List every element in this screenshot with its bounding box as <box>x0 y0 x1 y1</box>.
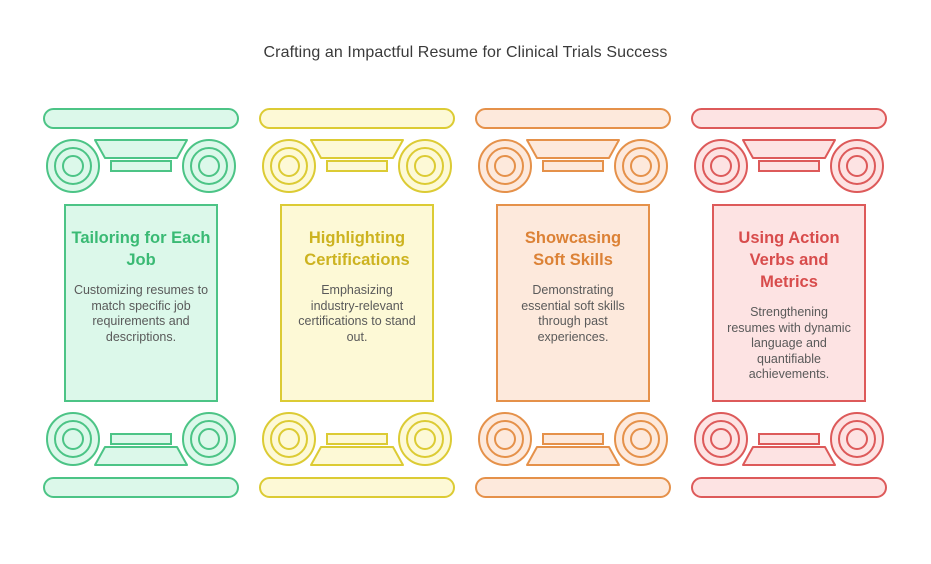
top-capital-trapezoid <box>311 140 403 158</box>
base-capital-volute-ring <box>631 429 651 449</box>
bottom-slab <box>476 478 670 497</box>
pillar-text-2: Highlighting Certifications Emphasizing … <box>282 227 432 345</box>
bottom-slab <box>260 478 454 497</box>
top-capital-bar <box>111 161 171 171</box>
top-capital-volute-ring <box>711 156 731 176</box>
pillar-heading: Highlighting Certifications <box>282 227 432 271</box>
base-capital-bar <box>759 434 819 444</box>
pillar-text-1: Tailoring for Each Job Customizing resum… <box>66 227 216 345</box>
base-capital-trapezoid <box>743 447 835 465</box>
top-capital-bar <box>327 161 387 171</box>
pillar-text-3: Showcasing Soft Skills Demonstrating ess… <box>498 227 648 345</box>
pillar-description: Emphasizing industry-relevant certificat… <box>282 283 432 345</box>
top-capital-trapezoid <box>95 140 187 158</box>
top-capital-volute-ring <box>63 156 83 176</box>
top-capital-volute-ring <box>415 156 435 176</box>
top-capital-trapezoid <box>527 140 619 158</box>
base-capital-volute-ring <box>847 429 867 449</box>
bottom-slab <box>692 478 886 497</box>
top-slab <box>692 109 886 128</box>
top-capital-volute-ring <box>847 156 867 176</box>
base-capital-trapezoid <box>311 447 403 465</box>
pillar-heading: Tailoring for Each Job <box>66 227 216 271</box>
top-slab <box>476 109 670 128</box>
pillar-description: Customizing resumes to match specific jo… <box>66 283 216 345</box>
top-capital-volute-ring <box>279 156 299 176</box>
pillar-text-4: Using Action Verbs and Metrics Strengthe… <box>714 227 864 383</box>
base-capital-trapezoid <box>527 447 619 465</box>
base-capital-volute-ring <box>495 429 515 449</box>
pillar-description: Demonstrating essential soft skills thro… <box>498 283 648 345</box>
base-capital-volute-ring <box>199 429 219 449</box>
base-capital-bar <box>111 434 171 444</box>
pillar-heading: Showcasing Soft Skills <box>498 227 648 271</box>
pillar-description: Strengthening resumes with dynamic langu… <box>714 305 864 383</box>
bottom-slab <box>44 478 238 497</box>
base-capital-volute-ring <box>63 429 83 449</box>
base-capital-trapezoid <box>95 447 187 465</box>
top-capital-volute-ring <box>199 156 219 176</box>
base-capital-bar <box>327 434 387 444</box>
base-capital-volute-ring <box>711 429 731 449</box>
base-capital-volute-ring <box>415 429 435 449</box>
base-capital-bar <box>543 434 603 444</box>
top-capital-bar <box>543 161 603 171</box>
base-capital-volute-ring <box>279 429 299 449</box>
top-slab <box>44 109 238 128</box>
top-capital-volute-ring <box>631 156 651 176</box>
top-capital-bar <box>759 161 819 171</box>
pillar-heading: Using Action Verbs and Metrics <box>714 227 864 293</box>
top-slab <box>260 109 454 128</box>
top-capital-trapezoid <box>743 140 835 158</box>
top-capital-volute-ring <box>495 156 515 176</box>
